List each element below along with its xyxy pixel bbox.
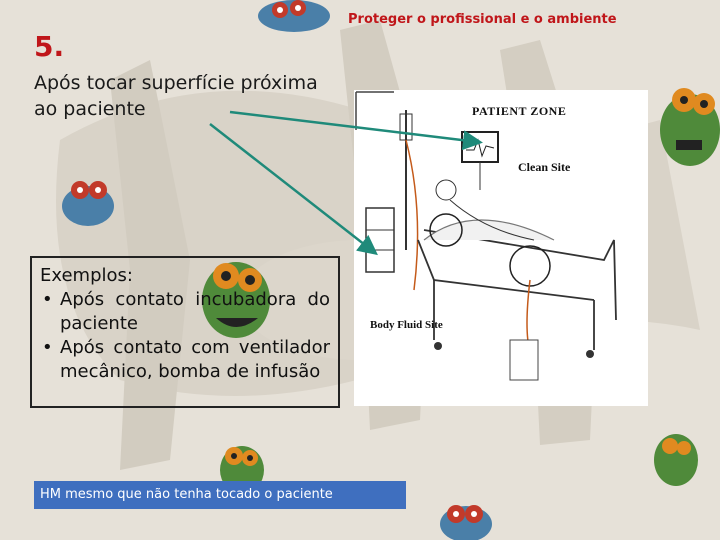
germ-left xyxy=(62,181,114,226)
body-fluid-site-label: Body Fluid Site xyxy=(370,319,443,331)
top-note: Proteger o profissional e o ambiente xyxy=(348,12,617,27)
patient-zone-illustration: PATIENT ZONE Clean Site Body Fluid Site xyxy=(354,90,648,406)
germ-bottom-right xyxy=(440,505,492,540)
example-item: Após contato com ventilador mecânico, bo… xyxy=(40,336,330,384)
examples-list: Após contato incubadora do paciente Após… xyxy=(40,288,330,384)
example-item: Após contato incubadora do paciente xyxy=(40,288,330,336)
examples-box: Exemplos: Após contato incubadora do pac… xyxy=(30,256,340,408)
moment-description: Após tocar superfície próxima ao pacient… xyxy=(34,72,318,120)
patient-zone-label: PATIENT ZONE xyxy=(472,104,567,118)
germ-top-right xyxy=(660,88,720,166)
examples-title: Exemplos: xyxy=(40,265,133,286)
hand-hygiene-note: HM mesmo que não tenha tocado o paciente xyxy=(34,481,406,509)
germ-top-center xyxy=(258,0,330,32)
clean-site-label: Clean Site xyxy=(518,160,571,174)
slide-number: 5. xyxy=(34,30,65,63)
hospital-bed-drawing xyxy=(354,90,648,406)
germ-right-middle xyxy=(654,434,698,486)
